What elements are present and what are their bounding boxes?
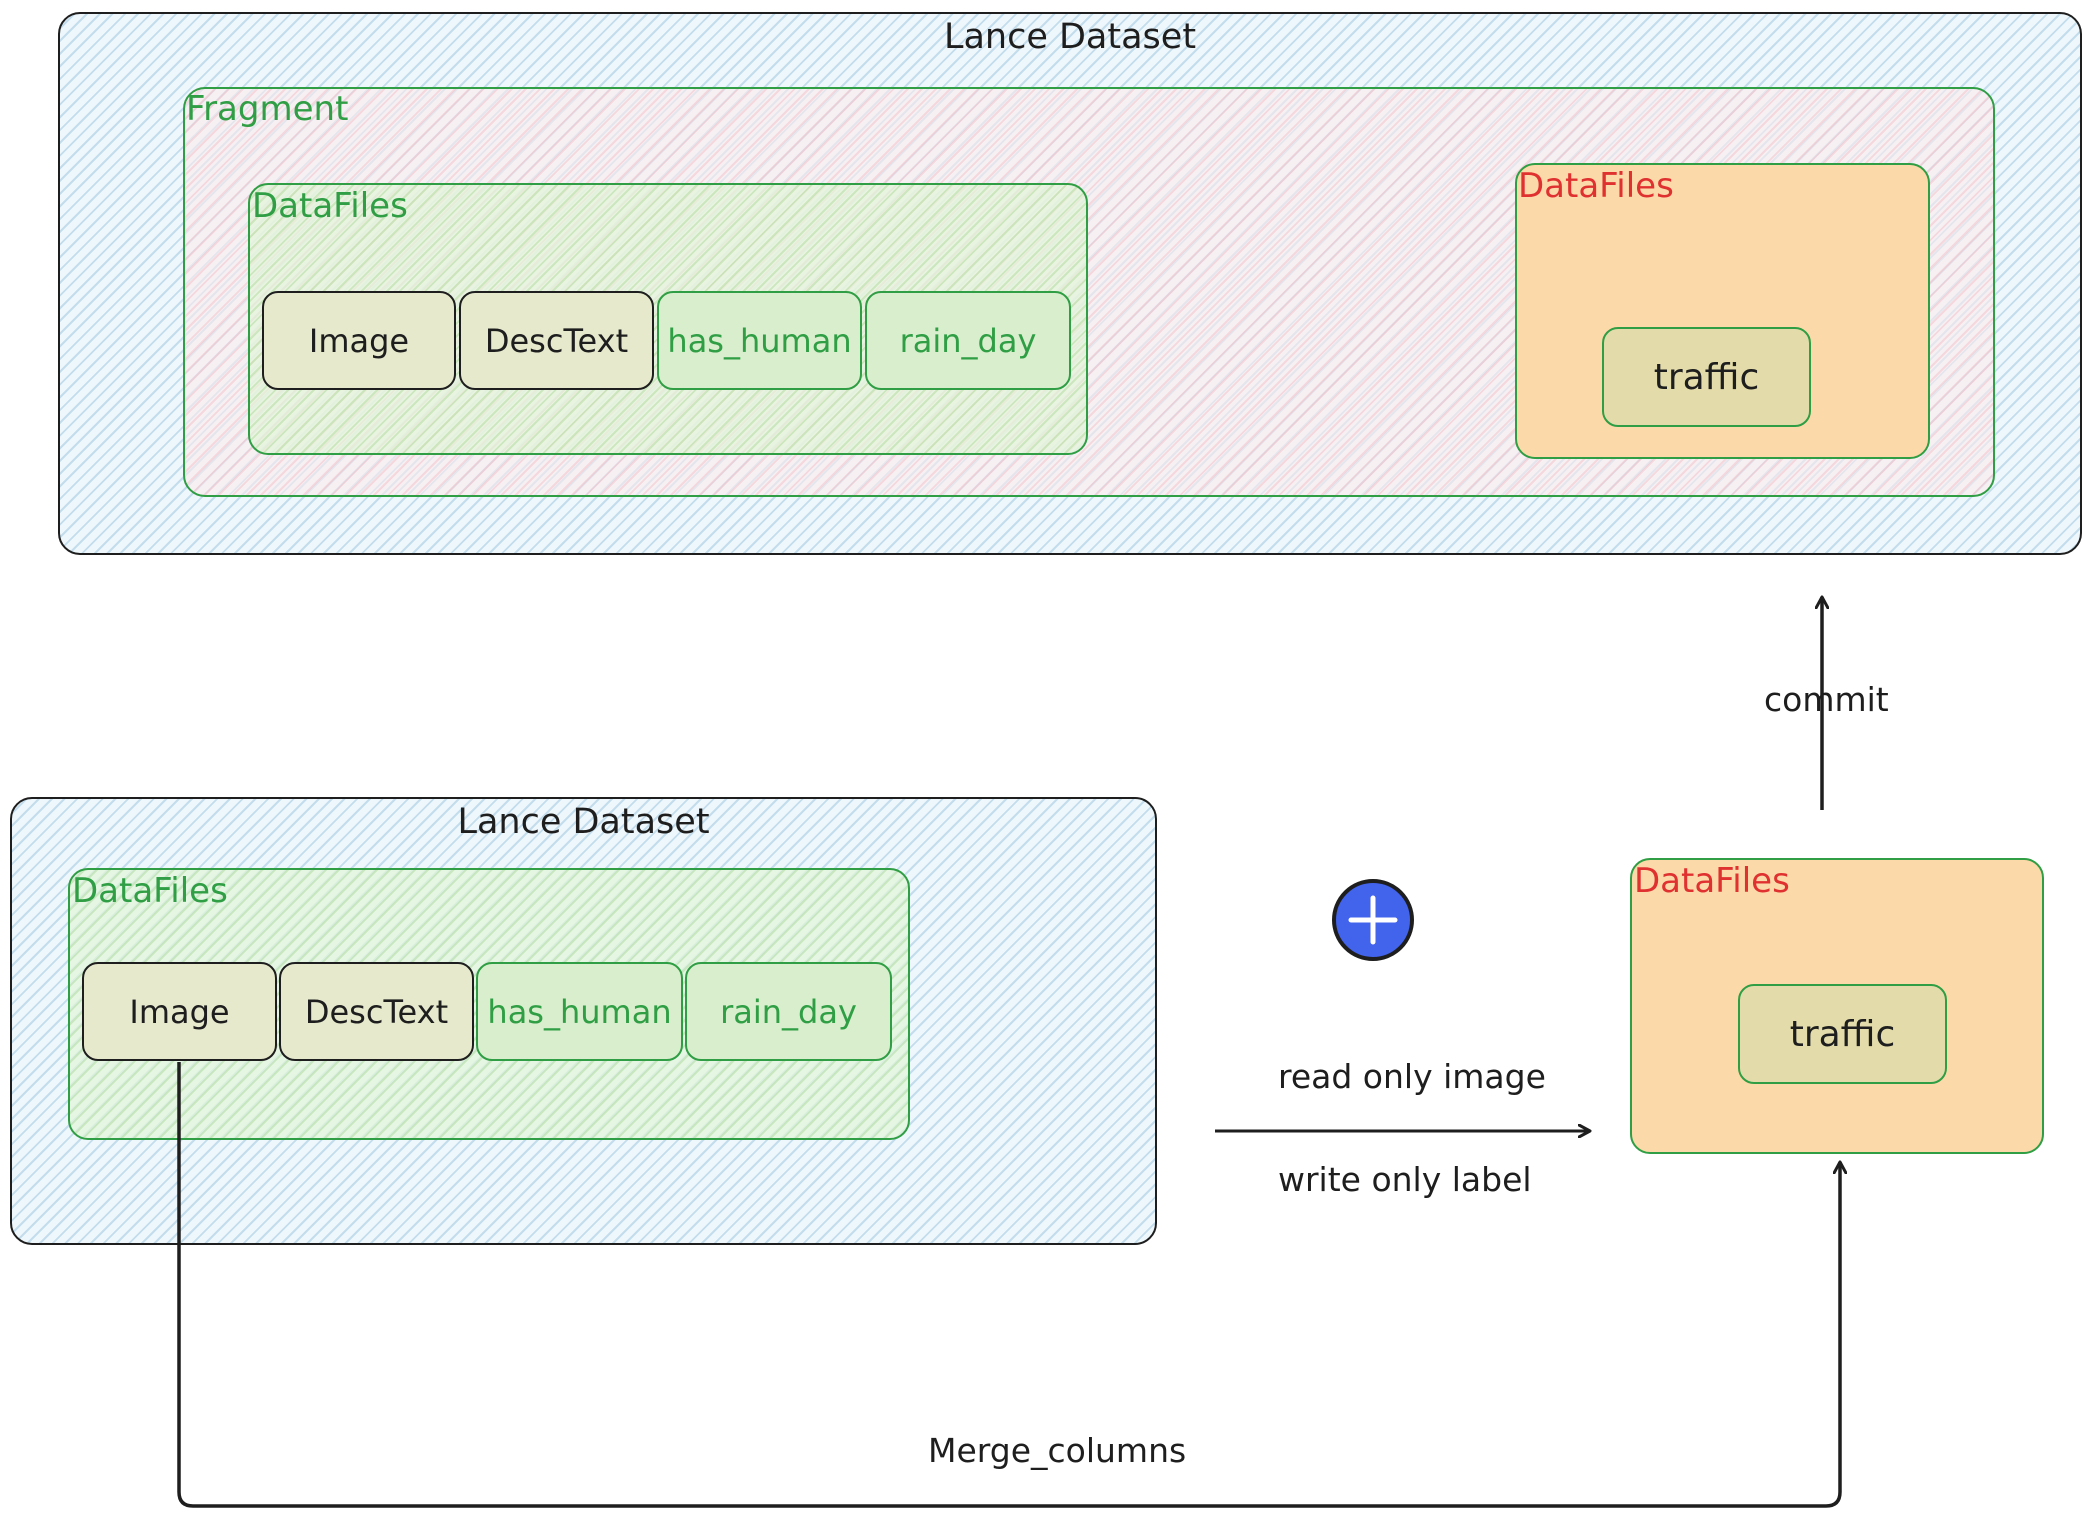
top-datafiles-existing-label: DataFiles: [252, 186, 408, 226]
new-datafiles-label: DataFiles: [1634, 861, 1790, 901]
top-column-image: Image: [262, 291, 456, 390]
bottom-column-desctext: DescText: [279, 962, 474, 1061]
top-datafiles-new-label: DataFiles: [1518, 166, 1674, 206]
top-column-rain-day: rain_day: [865, 291, 1071, 390]
merge-columns-path: [177, 1062, 1840, 1508]
bottom-column-has-human: has_human: [476, 962, 683, 1061]
new-column-traffic: traffic: [1738, 984, 1947, 1084]
bottom-dataset-title: Lance Dataset: [457, 802, 710, 842]
read-only-image-label: read only image: [1278, 1057, 1546, 1096]
bottom-column-rain-day: rain_day: [685, 962, 892, 1061]
top-column-traffic: traffic: [1602, 327, 1811, 427]
plus-icon: [1332, 879, 1414, 961]
top-datafiles-new: [1515, 163, 1930, 459]
top-dataset-title: Lance Dataset: [943, 17, 1197, 57]
commit-label: commit: [1764, 680, 1889, 719]
write-only-label-label: write only label: [1278, 1160, 1532, 1199]
top-column-desctext: DescText: [459, 291, 654, 390]
bottom-column-image: Image: [82, 962, 277, 1061]
fragment-label: Fragment: [186, 89, 349, 129]
bottom-datafiles-label: DataFiles: [72, 871, 228, 911]
top-column-has-human: has_human: [657, 291, 862, 390]
merge-columns-label: Merge_columns: [928, 1431, 1187, 1470]
